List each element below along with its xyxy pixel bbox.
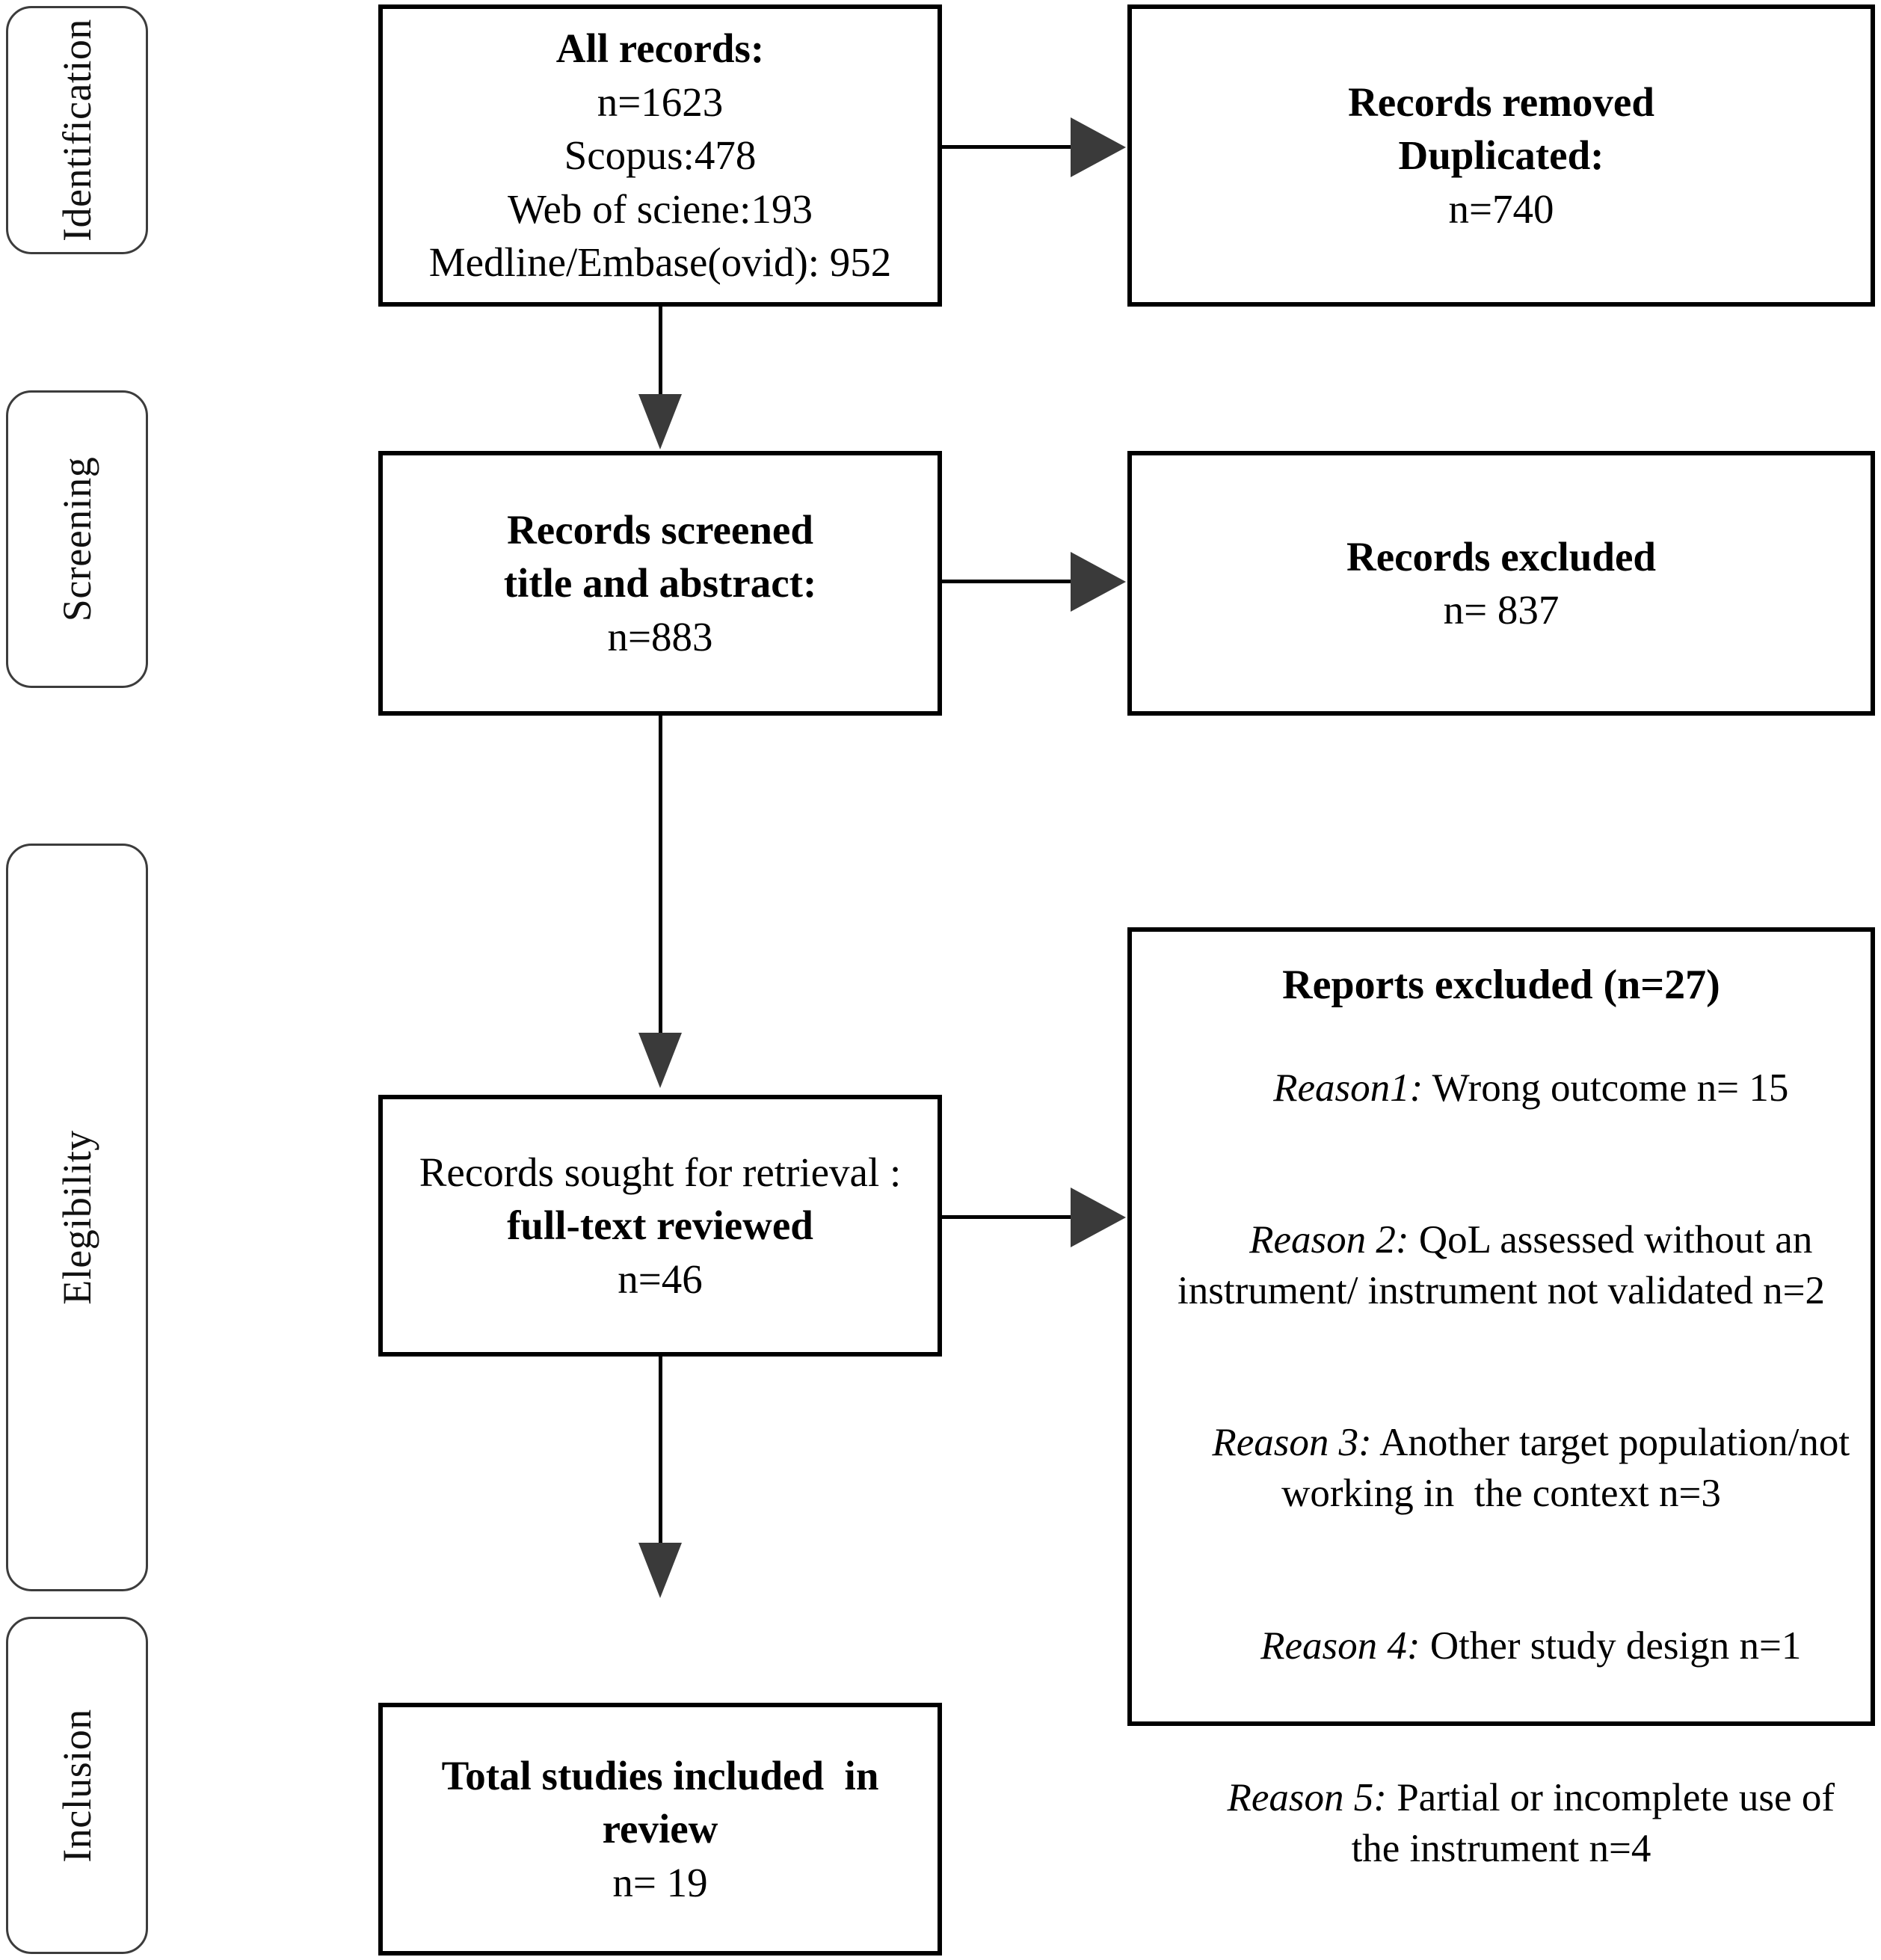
all-records-heading: All records: [555, 25, 765, 72]
box-records-sought-for-retrieval: Records sought for retrieval : full-text… [378, 1095, 942, 1357]
box-reports-excluded: Reports excluded (n=27) Reason1: Wrong o… [1127, 927, 1875, 1870]
reason-5-label: Reason 5: [1227, 1776, 1387, 1820]
reports-excluded-reason-5: Reason 5: Partial or incomplete use of t… [1145, 1722, 1857, 1925]
total-included-count: n= 19 [612, 1859, 708, 1905]
stage-capsule-screening: Screening [6, 390, 148, 688]
box-records-excluded: Records excluded n= 837 [1127, 451, 1875, 716]
records-screened-line2: title and abstract: [503, 560, 817, 606]
records-removed-count: n=740 [1448, 185, 1554, 232]
records-removed-line1: Records removed [1348, 79, 1654, 125]
box-records-screened: Records screened title and abstract: n=8… [378, 451, 942, 716]
reports-excluded-reason-4: Reason 4: Other study design n=1 [1145, 1570, 1857, 1722]
reports-excluded-heading: Reports excluded (n=27) [1282, 962, 1720, 1008]
all-records-source-medline-embase: Medline/Embase(ovid): 952 [428, 239, 892, 286]
records-sought-count: n=46 [618, 1256, 703, 1302]
records-sought-line2: full-text reviewed [507, 1202, 813, 1249]
total-included-line1: Total studies included in [441, 1752, 879, 1798]
reason-5-text: Partial or incomplete use of the instrum… [1351, 1776, 1845, 1870]
connector-screened-to-excluded [942, 580, 1084, 583]
records-screened-line1: Records screened [507, 506, 813, 553]
stage-label-identification: Identification [55, 19, 99, 242]
reason-1-text: Wrong outcome n= 15 [1423, 1066, 1789, 1110]
stage-label-screening: Screening [55, 456, 99, 622]
reports-excluded-reason-6: Reason 6: One-item instrument n=1 [1145, 1926, 1857, 1960]
reason-4-text: Other study design n=1 [1420, 1623, 1802, 1668]
arrowhead-screened-to-excluded [1071, 552, 1126, 612]
records-excluded-line1: Records excluded [1346, 533, 1656, 580]
total-included-line2: review [602, 1806, 718, 1852]
connector-screened-to-sought [659, 716, 662, 1045]
reports-excluded-reason-1: Reason1: Wrong outcome n= 15 [1145, 1013, 1857, 1164]
arrowhead-sought-to-reports-excluded [1071, 1188, 1126, 1247]
reason-1-label: Reason1: [1273, 1066, 1423, 1110]
reason-3-text: Another target population/not working in… [1281, 1421, 1860, 1516]
connector-sought-to-total-included [659, 1357, 662, 1557]
all-records-total: n=1623 [597, 79, 724, 125]
reason-2-label: Reason 2: [1249, 1217, 1409, 1262]
arrowhead-sought-to-total-included [638, 1543, 682, 1598]
records-removed-line2: Duplicated: [1398, 132, 1604, 179]
all-records-source-web-of-science: Web of sciene:193 [508, 185, 813, 232]
connector-all-records-to-screened [659, 307, 662, 404]
reason-4-label: Reason 4: [1260, 1623, 1420, 1668]
arrowhead-screened-to-sought [638, 1033, 682, 1088]
records-sought-line1: Records sought for retrieval : [419, 1149, 902, 1195]
reports-excluded-reason-3: Reason 3: Another target population/not … [1145, 1367, 1857, 1570]
box-records-removed: Records removed Duplicated: n=740 [1127, 4, 1875, 307]
records-screened-count: n=883 [607, 613, 713, 660]
connector-all-records-to-removed [942, 145, 1084, 149]
stage-capsule-inclusion: Inclusion [6, 1617, 148, 1954]
records-excluded-count: n= 837 [1443, 587, 1560, 633]
reports-excluded-reason-2: Reason 2: QoL assessed without an instru… [1145, 1164, 1857, 1367]
connector-sought-to-reports-excluded [942, 1215, 1084, 1219]
reason-3-label: Reason 3: [1212, 1421, 1372, 1465]
arrowhead-all-records-to-removed [1071, 117, 1126, 177]
box-all-records: All records: n=1623 Scopus:478 Web of sc… [378, 4, 942, 307]
stage-capsule-elegibility: Elegibility [6, 844, 148, 1591]
stage-capsule-identification: Identification [6, 6, 148, 254]
stage-label-elegibility: Elegibility [55, 1130, 99, 1305]
arrowhead-all-records-to-screened [638, 394, 682, 449]
reason-2-text: QoL assessed without an instrument/ inst… [1177, 1217, 1825, 1312]
stage-label-inclusion: Inclusion [55, 1708, 99, 1863]
box-total-studies-included: Total studies included in review n= 19 [378, 1703, 942, 1956]
all-records-source-scopus: Scopus:478 [564, 132, 757, 179]
